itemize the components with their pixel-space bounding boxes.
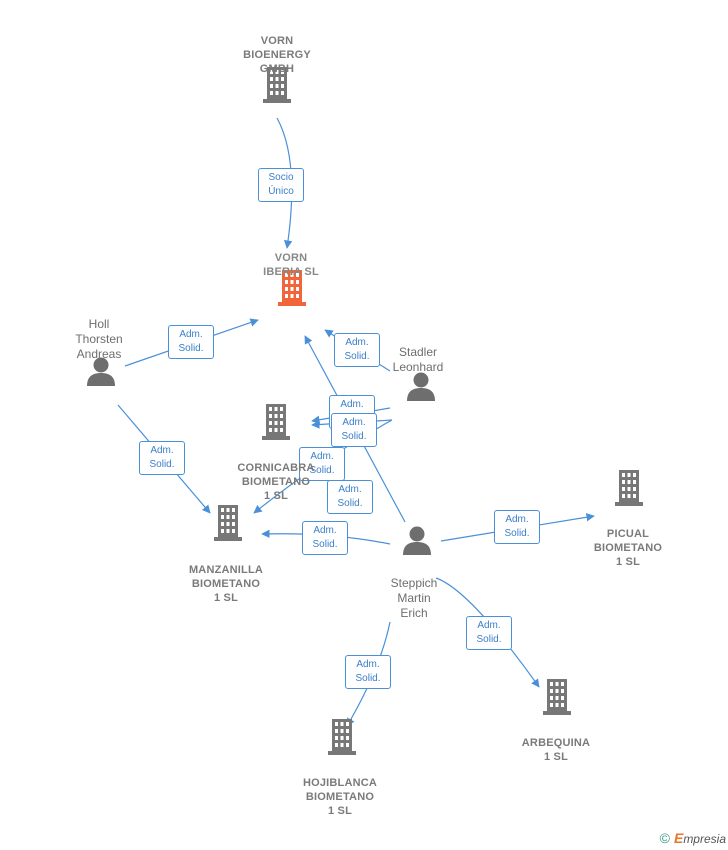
- edge-label-steppich-vorn_iberia[interactable]: Adm. Solid.: [327, 480, 373, 514]
- node-label-hojiblanca[interactable]: HOJIBLANCA BIOMETANO 1 SL: [302, 777, 378, 817]
- building-icon[interactable]: [613, 470, 645, 511]
- building-icon[interactable]: [261, 67, 293, 108]
- building-icon[interactable]: [276, 270, 308, 311]
- edge-label-holl-manzanilla[interactable]: Adm. Solid.: [139, 441, 185, 475]
- person-icon[interactable]: [406, 371, 436, 406]
- node-label-holl[interactable]: Holl Thorsten Andreas: [75, 317, 123, 361]
- building-icon[interactable]: [326, 719, 358, 760]
- person-icon[interactable]: [402, 525, 432, 560]
- edge-label-holl-vorn_iberia[interactable]: Adm. Solid.: [168, 325, 214, 359]
- edge-label-stadler-manzanilla[interactable]: Adm. Solid.: [299, 447, 345, 481]
- building-icon[interactable]: [212, 505, 244, 546]
- node-label-arbequina[interactable]: ARBEQUINA 1 SL: [521, 737, 591, 763]
- node-label-stadler[interactable]: Stadler Leonhard: [392, 345, 444, 374]
- node-label-steppich[interactable]: Steppich Martin Erich: [390, 576, 438, 620]
- node-label-manzanilla[interactable]: MANZANILLA BIOMETANO 1 SL: [188, 564, 264, 604]
- copyright-symbol: ©: [659, 830, 670, 846]
- node-label-vorn_bioenergy[interactable]: VORN BIOENERGY GMBH: [243, 35, 311, 75]
- node-label-vorn_iberia[interactable]: VORN IBERIA SL: [263, 252, 319, 278]
- edge-label-steppich-picual[interactable]: Adm. Solid.: [494, 510, 540, 544]
- edge-label-vorn_bioenergy-vorn_iberia[interactable]: Socio Único: [258, 168, 304, 202]
- edge-label-steppich-arbequina[interactable]: Adm. Solid.: [466, 616, 512, 650]
- footer-brand: ©Empresia: [660, 830, 726, 846]
- person-icon[interactable]: [86, 356, 116, 391]
- brand-logo: Empresia: [673, 830, 726, 846]
- edge-label-steppich-hojiblanca[interactable]: Adm. Solid.: [345, 655, 391, 689]
- edge-label-steppich-manzanilla[interactable]: Adm. Solid.: [302, 521, 348, 555]
- node-label-picual[interactable]: PICUAL BIOMETANO 1 SL: [593, 528, 663, 568]
- building-icon[interactable]: [541, 679, 573, 720]
- edge-label-stadler-vorn_iberia[interactable]: Adm. Solid.: [334, 333, 380, 367]
- node-label-cornicabra[interactable]: CORNICABRA BIOMETANO 1 SL: [237, 462, 315, 502]
- building-icon[interactable]: [260, 404, 292, 445]
- edge-steppich-arbequina: [435, 577, 540, 688]
- edge-label-stadler-cornicabra[interactable]: Adm. Solid.: [331, 413, 377, 447]
